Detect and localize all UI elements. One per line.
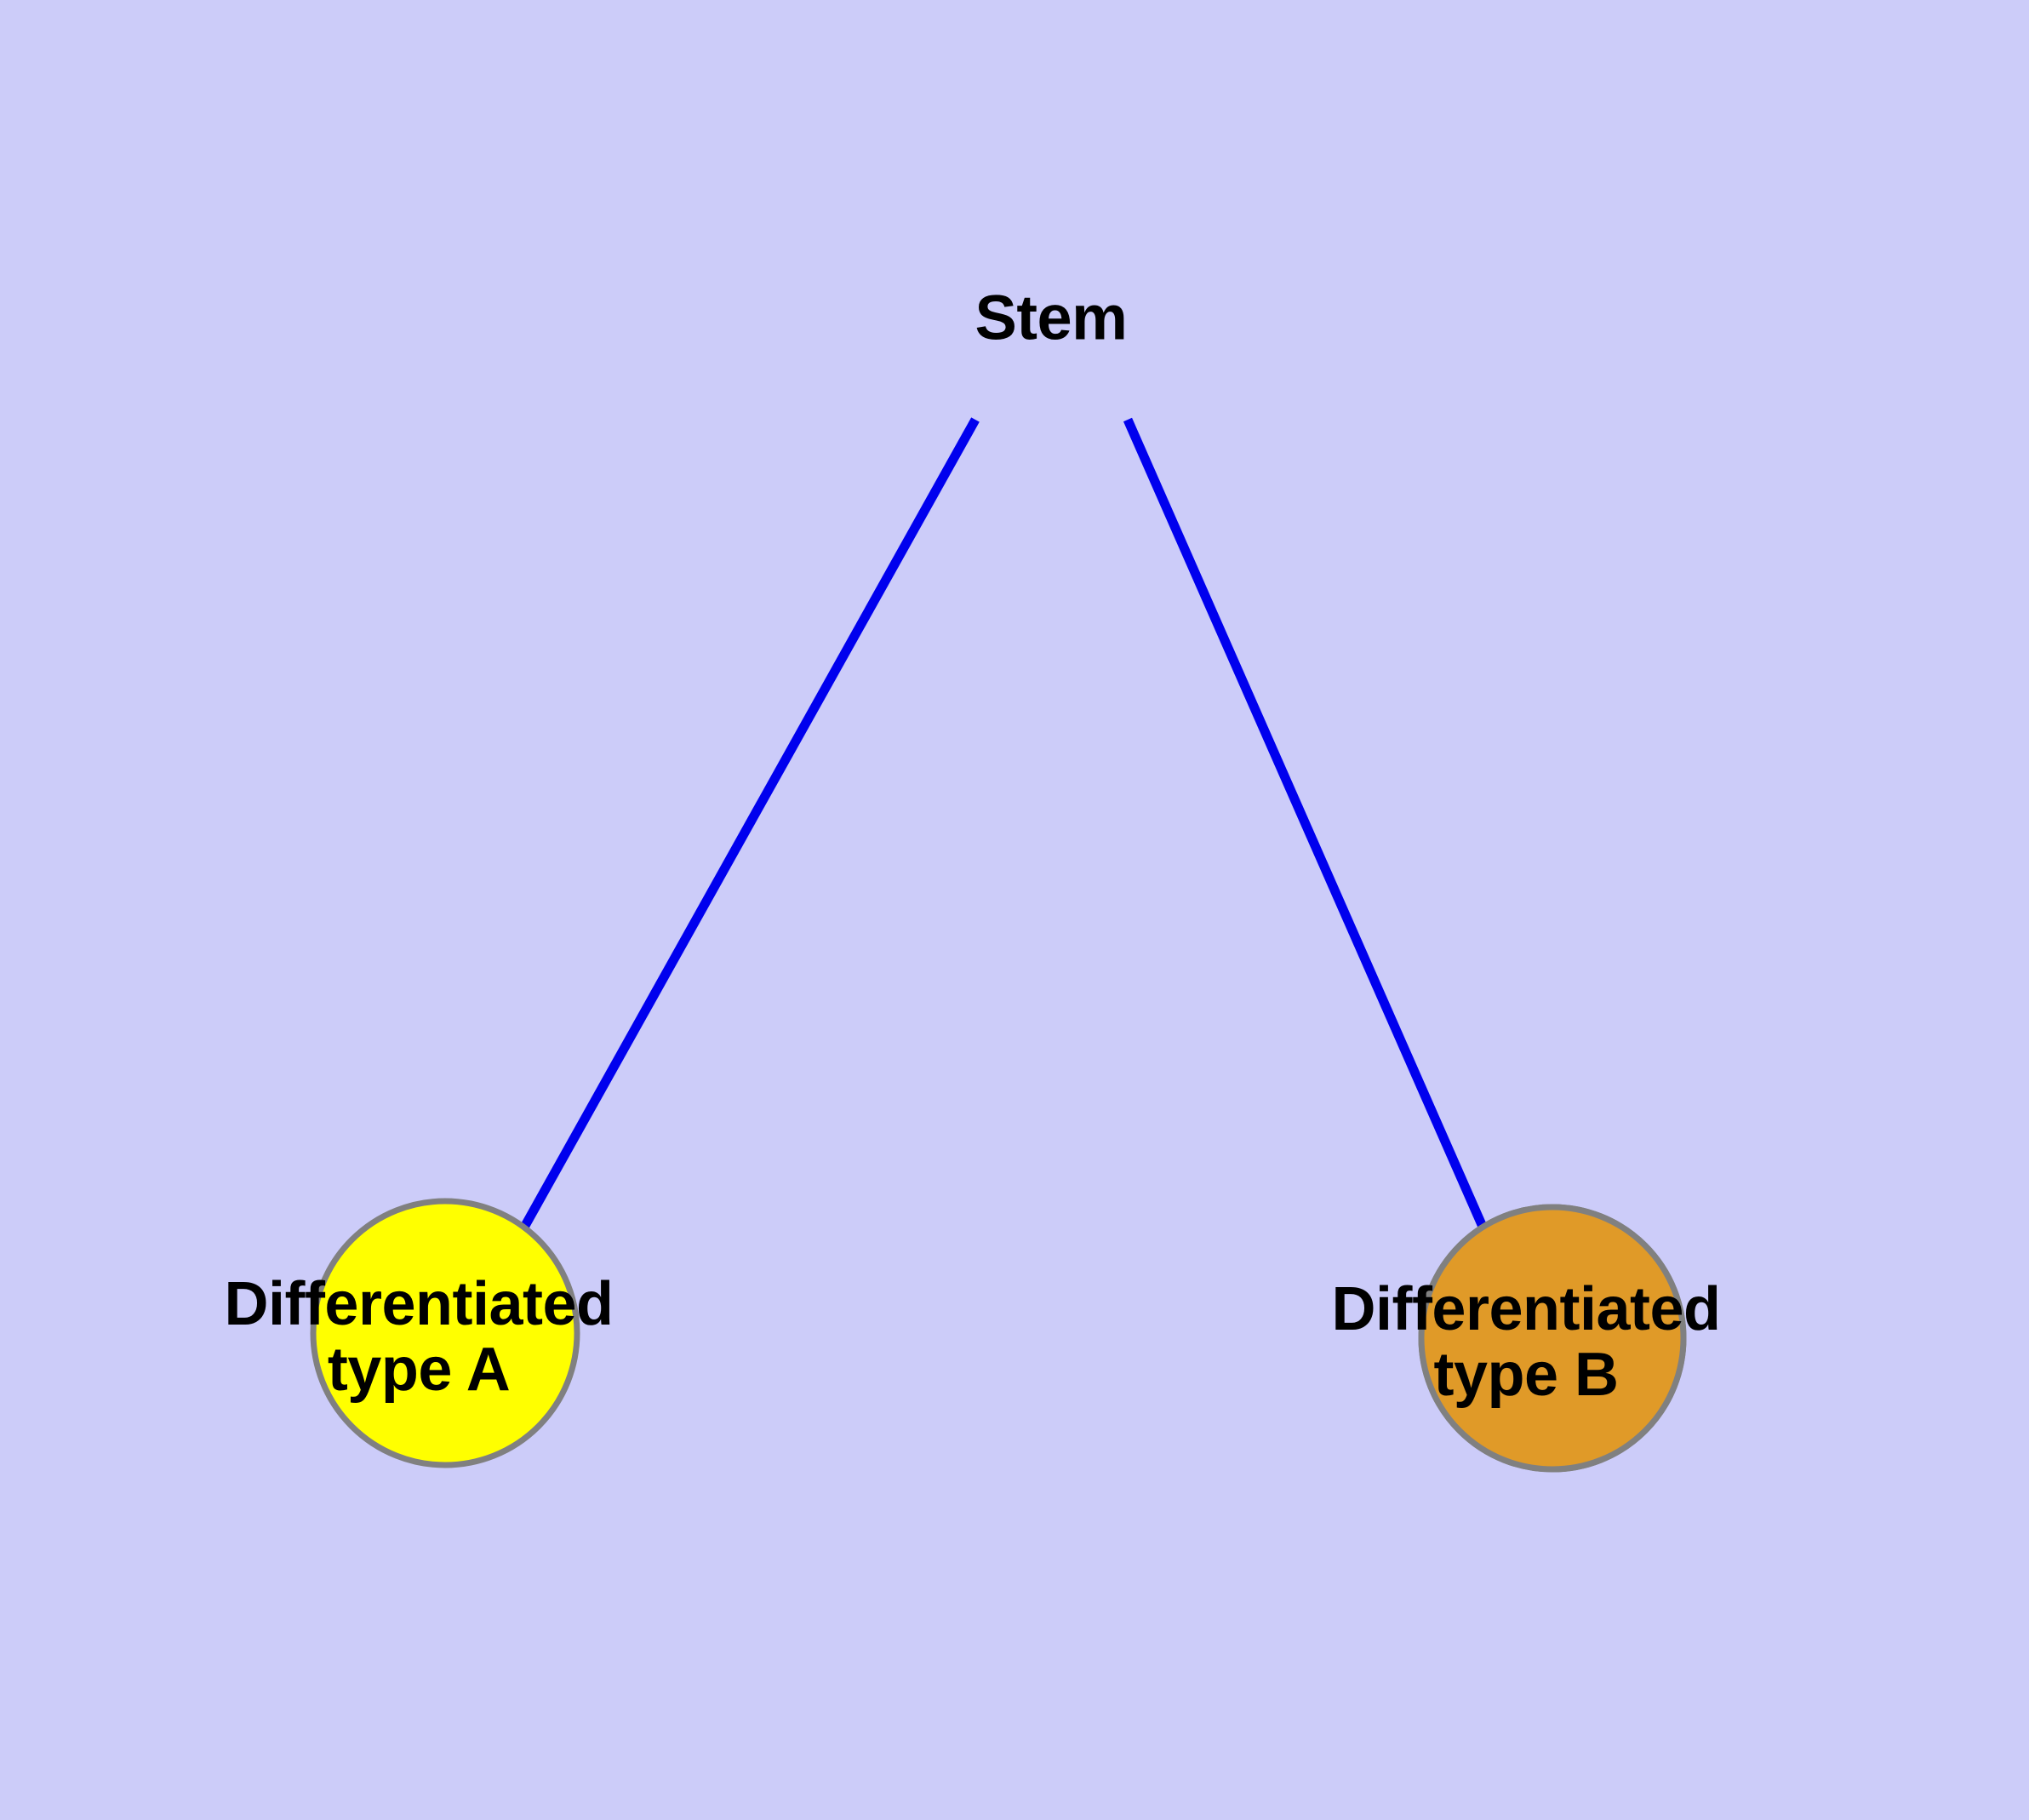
edge-stem-to-differentiated-type-a[interactable] bbox=[517, 417, 980, 1234]
node-stem[interactable] bbox=[310, 1198, 580, 1468]
node-differentiated-type-b[interactable] bbox=[1418, 1204, 1687, 1473]
edge-layer bbox=[517, 417, 1488, 1234]
edge-stem-to-differentiated-type-b[interactable] bbox=[1123, 417, 1488, 1229]
node-layer bbox=[310, 1198, 1687, 1473]
